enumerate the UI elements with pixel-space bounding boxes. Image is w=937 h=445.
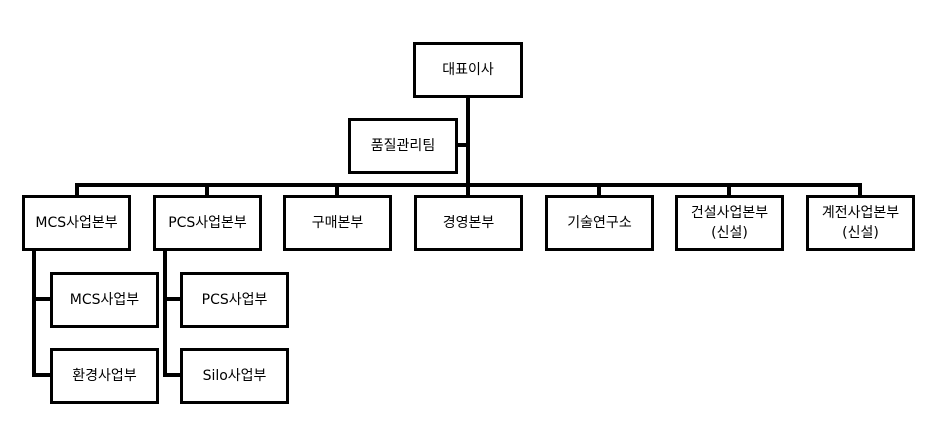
ceo-label: 대표이사 xyxy=(442,62,494,78)
division-label: PCS사업본부 xyxy=(168,215,247,231)
division-label: 계전사업본부 xyxy=(821,205,900,221)
ceo-trunk-line xyxy=(466,96,470,187)
pcs-branch-line xyxy=(163,297,182,301)
unit-label: MCS사업부 xyxy=(69,292,140,308)
unit-label: PCS사업부 xyxy=(201,292,268,308)
division-label: 건설사업본부 xyxy=(690,205,769,221)
drop-line xyxy=(858,183,862,196)
division-label: MCS사업본부 xyxy=(35,215,118,231)
unit-pcs: PCS사업부 xyxy=(180,272,289,328)
quality-connector-line xyxy=(456,143,468,147)
division-mcs: MCS사업본부 xyxy=(22,195,131,251)
drop-line xyxy=(205,183,209,196)
division-note: (신설) xyxy=(842,225,879,241)
division-pcs: PCS사업본부 xyxy=(153,195,262,251)
unit-mcs: MCS사업부 xyxy=(50,272,159,328)
drop-line xyxy=(75,183,79,196)
drop-line xyxy=(727,183,731,196)
pcs-branch-line xyxy=(163,373,182,377)
drop-line xyxy=(597,183,601,196)
quality-label: 품질관리팀 xyxy=(370,138,436,154)
division-label: 경영본부 xyxy=(442,215,495,231)
unit-environment: 환경사업부 xyxy=(50,348,159,404)
division-rnd: 기술연구소 xyxy=(545,195,654,251)
division-purchasing: 구매본부 xyxy=(283,195,392,251)
division-construction: 건설사업본부 (신설) xyxy=(675,195,784,251)
division-label: 구매본부 xyxy=(311,215,364,231)
unit-label: 환경사업부 xyxy=(72,368,137,384)
drop-line xyxy=(466,183,470,196)
unit-label: Silo사업부 xyxy=(202,368,267,384)
mcs-branch-line xyxy=(32,297,51,301)
division-power: 계전사업본부 (신설) xyxy=(806,195,915,251)
mcs-branch-line xyxy=(32,373,51,377)
unit-silo: Silo사업부 xyxy=(180,348,289,404)
quality-team-box: 품질관리팀 xyxy=(348,118,458,174)
ceo-box: 대표이사 xyxy=(413,42,523,98)
pcs-sub-line xyxy=(163,249,167,377)
mcs-sub-line xyxy=(32,249,36,377)
division-label: 기술연구소 xyxy=(567,215,632,231)
drop-line xyxy=(335,183,339,196)
division-note: (신설) xyxy=(711,225,748,241)
division-management: 경영본부 xyxy=(414,195,523,251)
